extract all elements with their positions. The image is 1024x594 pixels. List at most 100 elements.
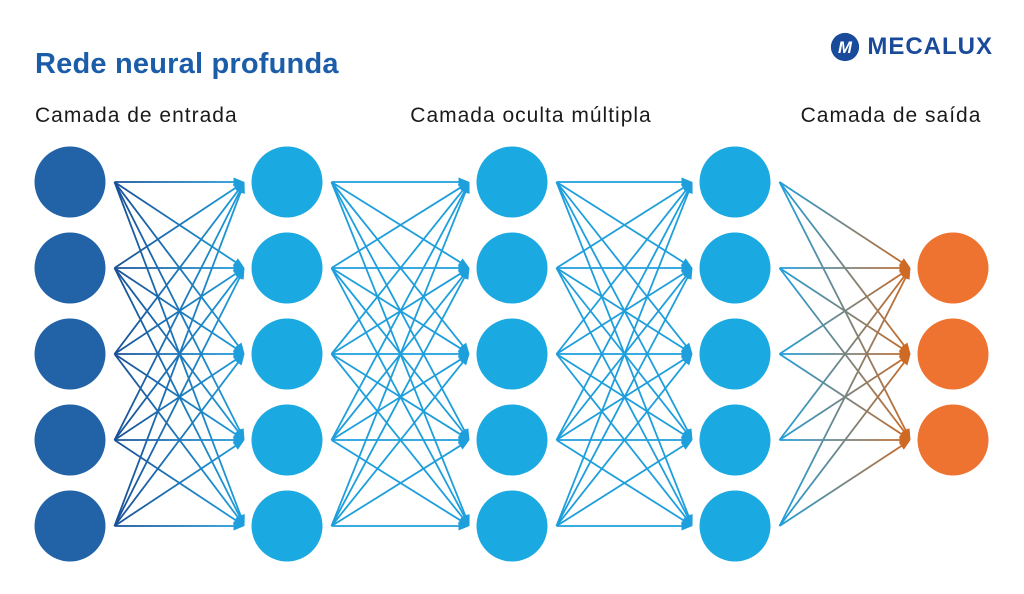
arrowhead-icon	[233, 521, 245, 531]
arrowhead-icon	[901, 268, 911, 280]
connection-line	[555, 188, 690, 441]
connection-line	[330, 181, 466, 349]
connection-line	[113, 181, 242, 434]
node-hidden-1	[251, 318, 323, 390]
connection-line	[778, 181, 908, 434]
arrowhead-icon	[459, 354, 470, 366]
node-hidden-1	[251, 146, 323, 218]
arrowhead-icon	[460, 268, 470, 280]
arrowhead-icon	[898, 440, 911, 450]
mecalux-logo: M MECALUX	[830, 32, 993, 62]
connection-line	[778, 274, 908, 527]
connection-line	[330, 187, 466, 355]
connection-line	[331, 443, 464, 527]
connection-line	[331, 357, 464, 441]
connection-line	[330, 267, 467, 520]
arrowhead-icon	[683, 268, 693, 280]
connection-line	[556, 181, 687, 265]
connection-line	[330, 359, 466, 527]
connection-line	[114, 181, 239, 265]
connection-line	[113, 353, 241, 521]
connection-line	[114, 267, 239, 351]
connection-line	[556, 357, 687, 441]
node-hidden-3	[699, 146, 771, 218]
connection-line	[113, 187, 241, 355]
connection-line	[114, 271, 239, 355]
node-hidden-2	[476, 146, 548, 218]
connection-line	[556, 353, 687, 437]
mecalux-m-icon: M	[831, 32, 860, 62]
connection-line	[555, 187, 689, 355]
connection-line	[555, 181, 691, 519]
connection-line	[114, 357, 239, 441]
node-output	[917, 318, 989, 390]
connection-line	[556, 443, 687, 527]
node-input	[34, 490, 106, 562]
node-input	[34, 232, 106, 304]
connection-line	[778, 359, 907, 527]
node-input	[34, 404, 106, 476]
arrowhead-icon	[235, 268, 245, 280]
connection-line	[330, 181, 467, 434]
node-hidden-2	[476, 232, 548, 304]
arrowhead-icon	[236, 182, 245, 194]
connection-line	[555, 189, 691, 527]
connection-line	[114, 185, 239, 269]
node-hidden-1	[251, 404, 323, 476]
connection-line	[331, 353, 464, 437]
arrowhead-icon	[684, 182, 693, 194]
connection-line	[330, 274, 467, 527]
connection-line	[556, 185, 687, 269]
connection-line	[331, 439, 464, 523]
connection-line	[113, 267, 241, 435]
connection-line	[114, 353, 239, 437]
page-title: Rede neural profunda	[35, 48, 339, 80]
arrowhead-icon	[458, 521, 470, 531]
connection-line	[555, 267, 690, 520]
connection-line	[555, 181, 690, 434]
connection-line	[555, 274, 690, 527]
connection-line	[555, 267, 689, 435]
connection-line	[330, 273, 466, 441]
arrowhead-icon	[461, 182, 470, 194]
arrowhead-icon	[457, 440, 470, 450]
connection-line	[779, 267, 905, 351]
connection-line	[113, 189, 243, 527]
node-hidden-3	[699, 232, 771, 304]
connection-line	[556, 271, 687, 355]
connection-line	[778, 267, 907, 435]
node-input	[34, 146, 106, 218]
logo-text: MECALUX	[867, 33, 993, 60]
node-hidden-2	[476, 404, 548, 476]
label-output-layer: Camada de saída	[800, 104, 982, 127]
connection-line	[778, 181, 907, 349]
connection-line	[330, 353, 466, 521]
node-output	[917, 404, 989, 476]
arrowhead-icon	[680, 440, 693, 450]
connection-line	[331, 185, 464, 269]
connection-line	[779, 181, 905, 265]
node-hidden-3	[699, 318, 771, 390]
connection-line	[331, 271, 464, 355]
connection-line	[556, 267, 687, 351]
connection-line	[778, 273, 907, 441]
connection-line	[555, 359, 689, 527]
node-input	[34, 318, 106, 390]
label-input-layer: Camada de entrada	[35, 104, 238, 127]
connection-line	[113, 267, 242, 520]
connection-line	[556, 439, 687, 523]
connection-line	[555, 181, 689, 349]
connection-line	[114, 439, 239, 523]
connection-line	[779, 353, 905, 437]
connection-line	[330, 267, 466, 435]
connection-line	[330, 188, 467, 441]
arrowhead-icon	[900, 354, 911, 366]
svg-text:M: M	[838, 38, 853, 57]
connection-line	[331, 267, 464, 351]
node-hidden-1	[251, 490, 323, 562]
node-hidden-3	[699, 404, 771, 476]
connection-line	[113, 274, 242, 527]
connection-line	[114, 443, 239, 527]
connection-line	[779, 271, 905, 355]
connection-line	[113, 273, 241, 441]
